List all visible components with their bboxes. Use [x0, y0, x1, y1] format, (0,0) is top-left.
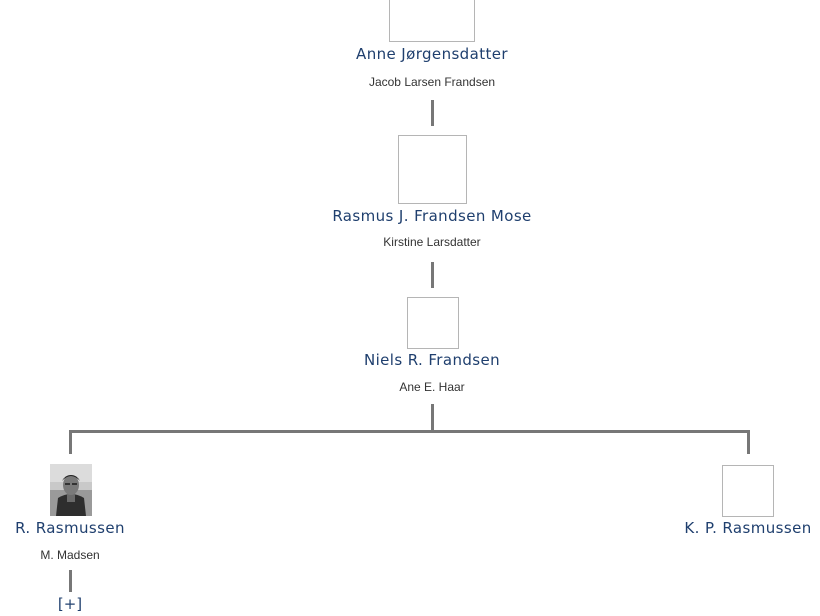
portrait-photo [50, 464, 92, 516]
spouse-name-anne[interactable]: Jacob Larsen Frandsen [368, 75, 496, 89]
photo-frame-niels[interactable] [407, 297, 459, 349]
spouse-name-r-rasmussen[interactable]: M. Madsen [40, 548, 100, 562]
connector-line [69, 430, 72, 454]
connector-line [431, 404, 434, 432]
person-name-k-p-rasmussen[interactable]: K. P. Rasmussen [684, 519, 812, 537]
photo-frame-anne[interactable] [389, 0, 475, 42]
person-name-anne[interactable]: Anne Jørgensdatter [356, 45, 508, 63]
branch-line [69, 430, 750, 433]
photo-frame-rasmus[interactable] [398, 135, 467, 204]
person-name-rasmus[interactable]: Rasmus J. Frandsen Mose [332, 207, 532, 225]
person-name-r-rasmussen[interactable]: R. Rasmussen [15, 519, 125, 537]
connector-line [69, 570, 72, 592]
person-name-niels[interactable]: Niels R. Frandsen [363, 351, 501, 369]
avatar[interactable] [50, 464, 92, 516]
photo-frame-k-p-rasmussen[interactable] [722, 465, 774, 517]
connector-line [431, 262, 434, 288]
expand-button[interactable]: [+] [57, 595, 83, 613]
connector-line [747, 430, 750, 454]
spouse-name-rasmus[interactable]: Kirstine Larsdatter [383, 235, 481, 249]
spouse-name-niels[interactable]: Ane E. Haar [399, 380, 465, 394]
connector-line [431, 100, 434, 126]
